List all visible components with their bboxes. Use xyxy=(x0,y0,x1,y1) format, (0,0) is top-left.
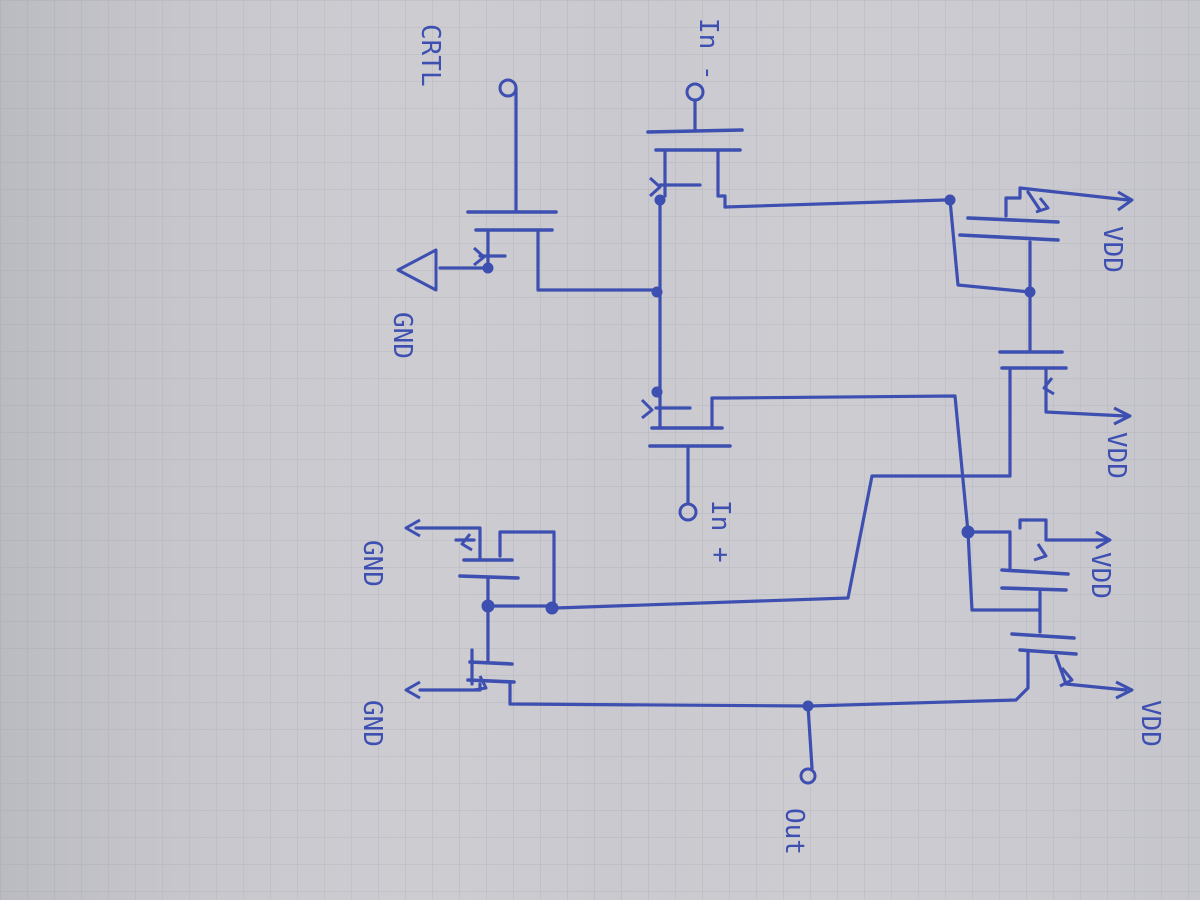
out-terminal[interactable] xyxy=(799,767,817,785)
drain-plus-wire xyxy=(723,394,970,534)
pmos-stage2 xyxy=(966,518,1110,612)
label-in-minus: In - xyxy=(693,18,723,81)
stage1-drop-wire xyxy=(966,530,1042,612)
mirror-cross-wire xyxy=(554,406,1012,610)
vdd-1-arrow xyxy=(1117,190,1134,212)
label-vdd-1: VDD xyxy=(1097,226,1127,273)
label-crtl: CRTL xyxy=(415,24,445,87)
nmos-drain-node xyxy=(545,601,559,615)
mirror-diode-wire xyxy=(948,198,1032,294)
pmos-load-2 xyxy=(998,290,1128,418)
pmos-output xyxy=(808,608,1128,708)
gnd-bottom-arrow xyxy=(404,680,421,700)
tail-source-node xyxy=(482,262,494,274)
gnd-left-symbol xyxy=(396,248,438,292)
in-minus-terminal[interactable] xyxy=(685,82,705,102)
nmos-output xyxy=(418,604,812,708)
out-wire xyxy=(806,704,814,770)
label-vdd-3: VDD xyxy=(1085,552,1115,599)
source-node-top xyxy=(654,194,666,206)
vdd-2-arrow xyxy=(1113,406,1132,426)
gnd-mid-arrow xyxy=(404,518,421,538)
vdd-4-arrow xyxy=(1115,680,1134,700)
label-vdd-2: VDD xyxy=(1101,432,1131,479)
label-gnd-mid: GND xyxy=(357,540,387,587)
input-transistor-plus xyxy=(640,390,732,448)
vdd-3-arrow xyxy=(1095,530,1112,550)
nmos-stage1 xyxy=(414,526,556,610)
source-node-bottom xyxy=(651,386,663,398)
label-in-plus: In + xyxy=(705,500,735,563)
label-vdd-4: VDD xyxy=(1135,700,1165,747)
label-out: Out xyxy=(779,808,809,855)
pmos-load-1 xyxy=(958,186,1130,294)
in-plus-terminal[interactable] xyxy=(678,502,698,522)
label-gnd-bottom: GND xyxy=(357,700,387,747)
label-gnd-left: GND xyxy=(387,312,417,359)
tail-transistor xyxy=(438,210,659,292)
